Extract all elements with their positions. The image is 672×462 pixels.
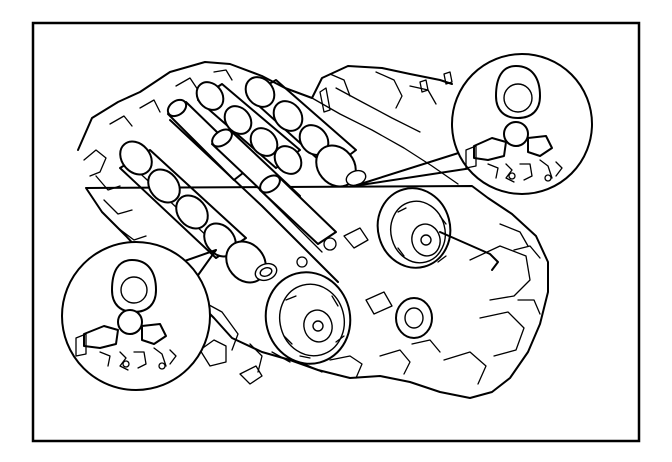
cam-lobe <box>147 168 181 204</box>
left-camshaft <box>119 140 278 284</box>
misc-hardware <box>296 71 453 315</box>
cam-lobe <box>195 81 225 111</box>
cam-lobe <box>119 140 153 176</box>
engine-block <box>77 61 549 399</box>
pulley-lower-right <box>395 297 433 339</box>
right-camshaft-sprocket <box>376 187 499 271</box>
cam-lobe <box>244 76 276 108</box>
figure-frame <box>31 21 641 443</box>
cam-lobe <box>273 145 303 175</box>
roller-follower <box>117 309 143 335</box>
detail-callout-bottom-left <box>61 241 217 391</box>
right-camshaft <box>244 76 367 188</box>
left-camshaft-sprocket <box>264 271 352 365</box>
cam-lobe <box>223 105 253 135</box>
upper-left-camshaft <box>195 81 303 175</box>
cam-lobe <box>175 194 209 230</box>
cam-lobe <box>272 100 304 132</box>
cylinder-guides <box>166 98 337 245</box>
roller-follower <box>503 121 529 147</box>
cam-lobe <box>249 127 279 157</box>
detail-callout-top-right <box>353 53 593 195</box>
